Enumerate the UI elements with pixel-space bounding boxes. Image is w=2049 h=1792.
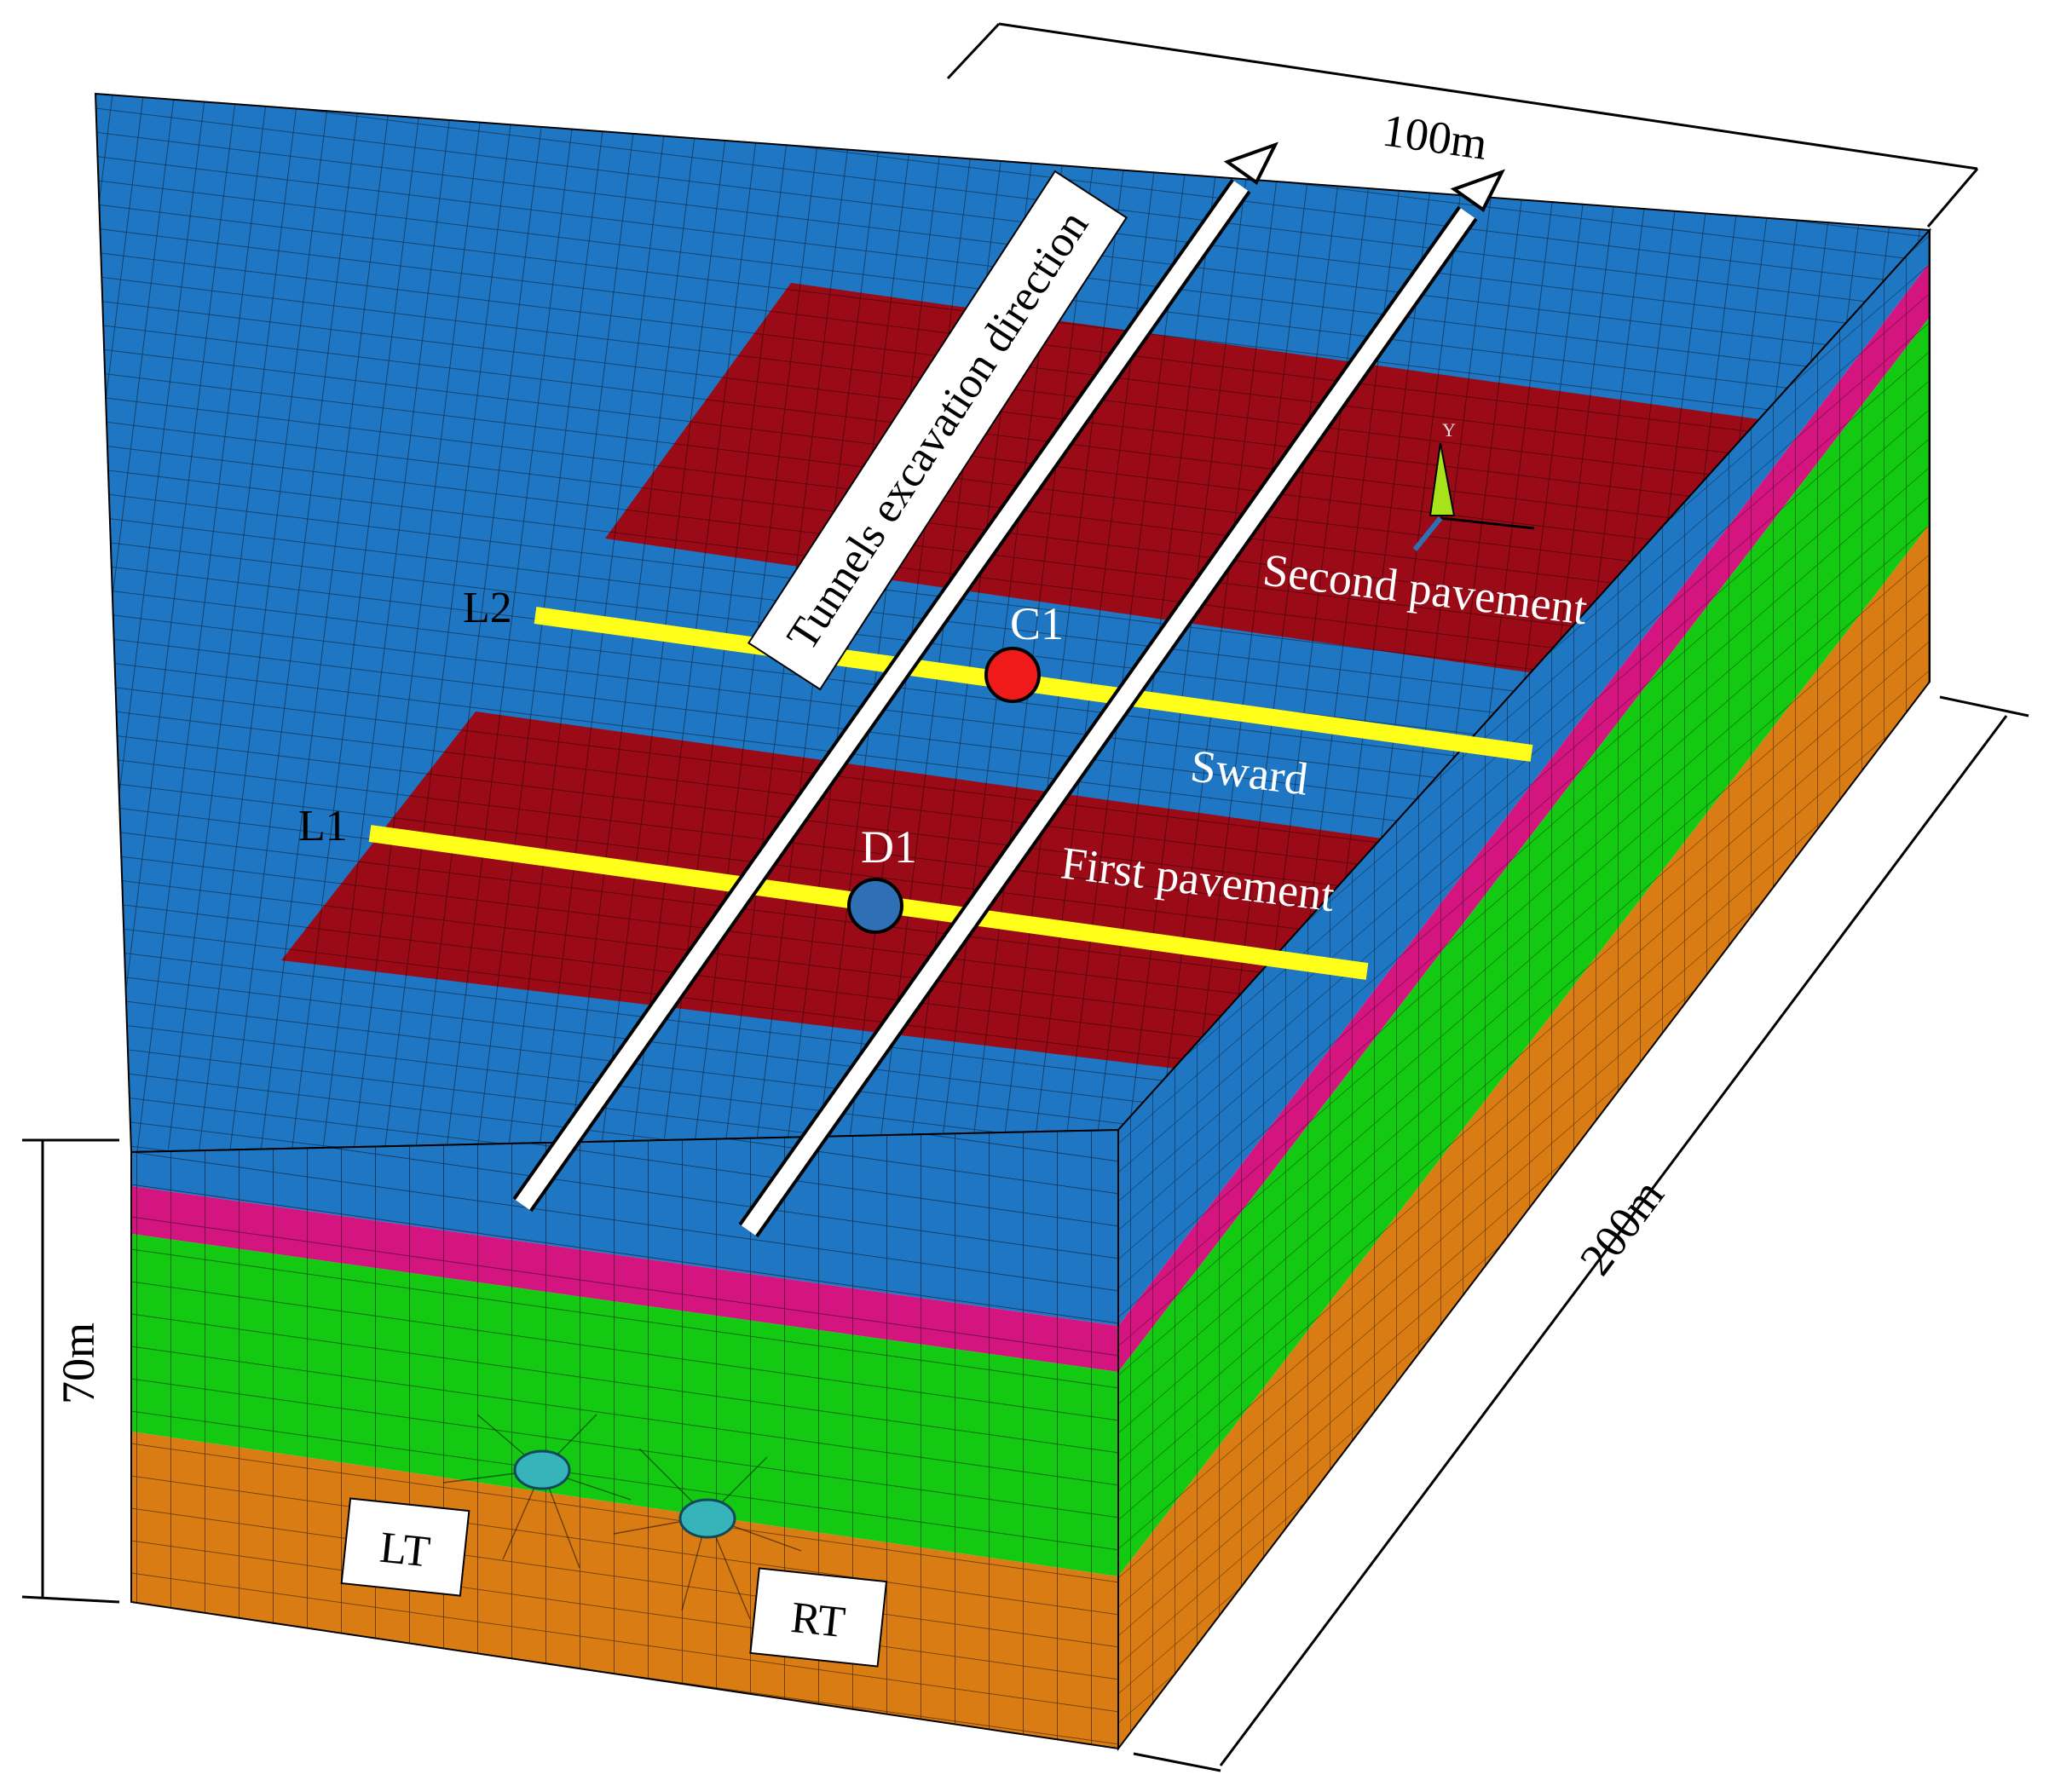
dimension-depth	[21, 1138, 120, 1604]
width-dimension-label: 100m	[1379, 104, 1490, 170]
tunnel-label-rt-box: RT	[749, 1567, 888, 1668]
point-d1-marker	[847, 878, 903, 934]
left-tunnel-section	[513, 1449, 571, 1490]
label-l1: L1	[298, 802, 348, 850]
excavation-arrow-right	[738, 169, 1506, 1238]
right-tunnel-section	[678, 1498, 736, 1539]
excavation-arrow-left	[512, 141, 1279, 1213]
label-d1: D1	[861, 821, 917, 873]
label-l2: L2	[463, 584, 512, 632]
axis-triad: Y	[1412, 419, 1535, 551]
label-lt: LT	[378, 1524, 432, 1577]
dimension-length	[1133, 695, 2029, 1772]
depth-dimension-label: 70m	[53, 1322, 104, 1404]
dimension-width	[946, 22, 1979, 228]
label-rt: RT	[788, 1593, 847, 1647]
label-c1: C1	[1010, 598, 1064, 649]
length-dimension-label: 200m	[1570, 1170, 1674, 1284]
tunnel-label-lt-box: LT	[340, 1497, 470, 1597]
axis-y-label: Y	[1442, 419, 1456, 441]
point-c1-marker	[984, 647, 1041, 703]
